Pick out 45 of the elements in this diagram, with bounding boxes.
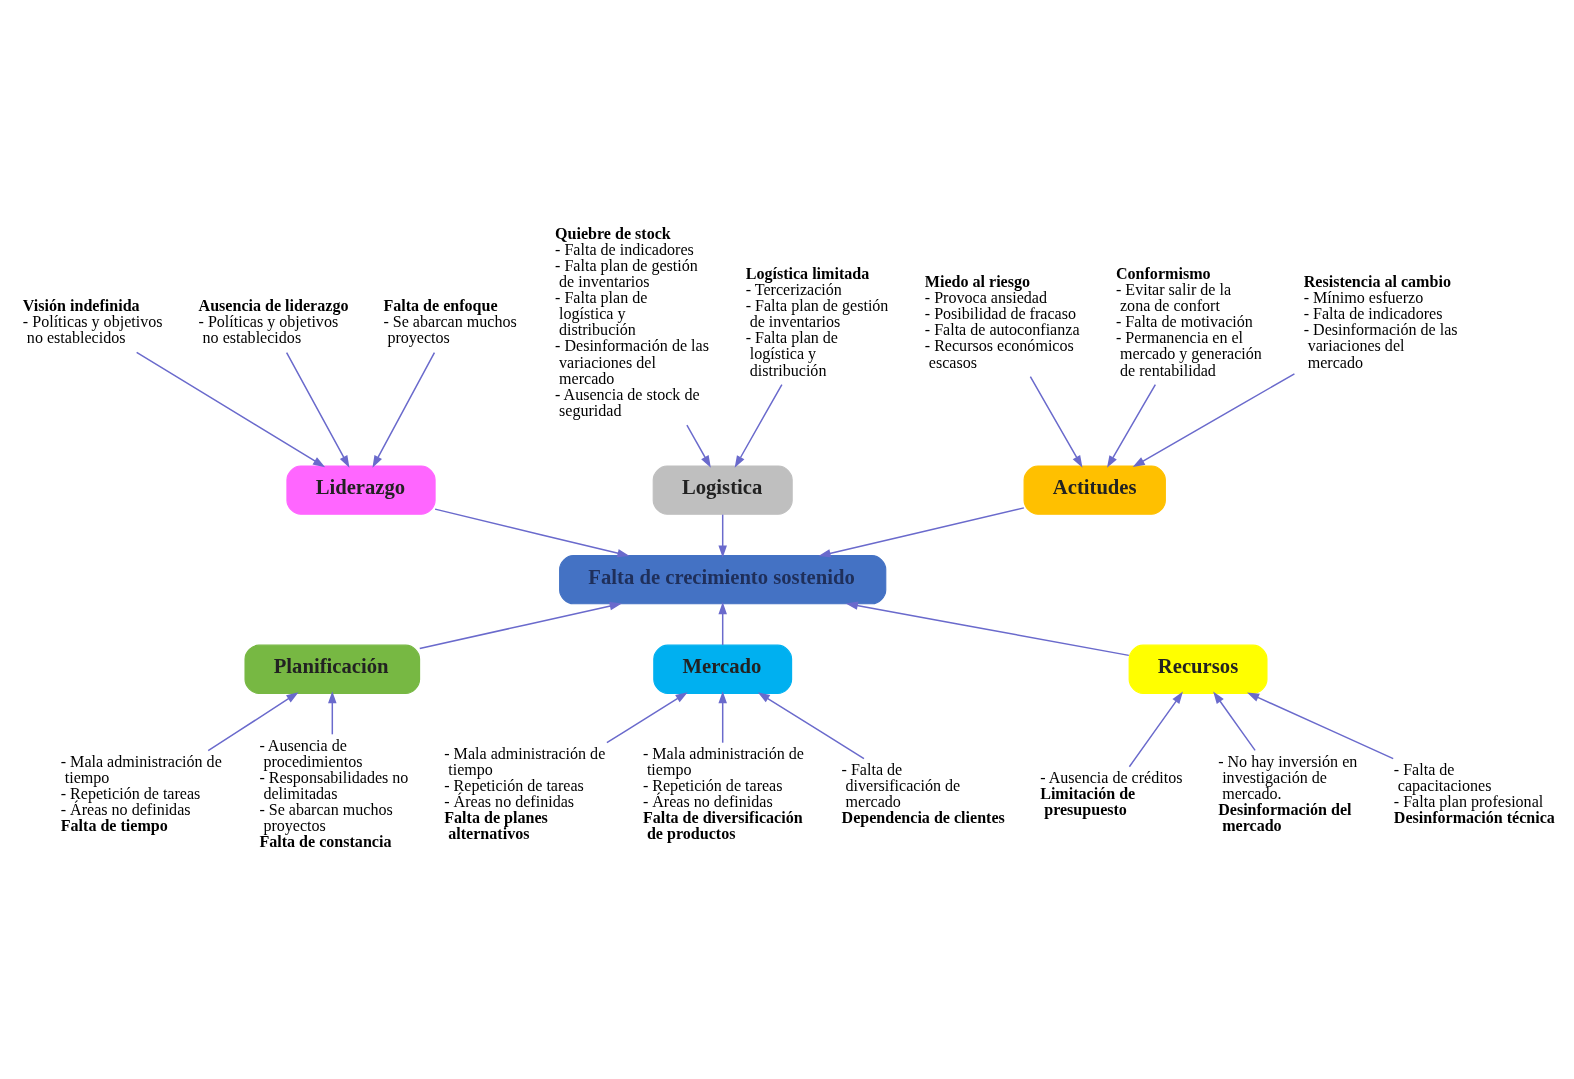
arrow: [328, 691, 337, 736]
node-text: Logística limitada - Tercerización - Falta plan de gestión de inventarios - Falta plan de logística y distribución: [745, 265, 889, 379]
node-box: Liderazgo: [286, 465, 436, 515]
node-text: - Falta de diversificación de mercado Dependencia de clientes: [841, 761, 1005, 827]
arrow: [1029, 376, 1083, 468]
arrow: [845, 601, 1130, 657]
arrow: [734, 383, 783, 468]
node-text: Conformismo - Evitar salir de la zona de confort - Falta de motivación - Permanencia en el mercado y generación de rentabilidad: [1115, 265, 1262, 379]
arrow: [818, 507, 1025, 558]
node-box: Mercado: [653, 644, 793, 694]
node-text: - Ausencia de procedimientos - Responsabilidades no delimitadas - Se abarcan muchos proyectos Falta de constancia: [259, 737, 409, 851]
arrow: [718, 691, 727, 744]
arrow: [1107, 383, 1157, 468]
node-text: Visión indefinida - Políticas y objetivos no establecidos: [22, 297, 163, 347]
node-text: - Ausencia de créditos Limitación de presupuesto: [1040, 769, 1183, 819]
arrow: [1246, 692, 1394, 760]
arrow: [1128, 691, 1183, 768]
node-text: Resistencia al cambio - Mínimo esfuerzo - Falta de indicadores - Desinformación de las variaciones del mercado: [1303, 273, 1458, 371]
arrow: [372, 351, 436, 468]
arrow: [434, 508, 630, 558]
arrow: [207, 692, 299, 752]
arrow: [285, 351, 350, 468]
node-text: Ausencia de liderazgo - Políticas y objetivos no establecidos: [198, 297, 349, 347]
node-text: - Mala administración de tiempo - Repetición de tareas - Áreas no definidas Falta de tiempo: [60, 753, 222, 835]
arrow: [419, 601, 622, 650]
arrow: [718, 601, 727, 646]
arrow: [606, 692, 688, 744]
arrow: [1132, 373, 1296, 468]
node-text: Falta de enfoque - Se abarcan muchos proyectos: [383, 297, 517, 347]
arrow: [757, 692, 865, 760]
node-text: - No hay inversión en investigación de mercado. Desinformación del mercado: [1218, 753, 1358, 835]
node-text: Miedo al riesgo - Provoca ansiedad - Posibilidad de fracaso - Falta de autoconfianza - Recursos económicos escasos: [924, 273, 1080, 371]
arrow: [1213, 691, 1256, 752]
arrow: [686, 424, 711, 468]
node-text: - Falta de capacitaciones - Falta plan profesional Desinformación técnica: [1393, 761, 1555, 827]
node-box: Planificación: [244, 644, 421, 694]
node-box: Falta de crecimiento sostenido: [559, 555, 887, 605]
node-box: Actitudes: [1023, 465, 1166, 515]
arrow: [135, 351, 326, 468]
arrow: [718, 513, 727, 558]
node-box: Recursos: [1128, 644, 1268, 694]
node-text: - Mala administración de tiempo - Repetición de tareas - Áreas no definidas Falta de planes alternativos: [444, 745, 606, 843]
node-text: - Mala administración de tiempo - Repetición de tareas - Áreas no definidas Falta de diversificación de productos: [642, 745, 804, 843]
node-text: Quiebre de stock - Falta de indicadores - Falta plan de gestión de inventarios - Falta plan de logística y distribución - Desinformación de las variaciones del mercado - Ausencia de stock de seguridad: [555, 224, 709, 419]
node-box: Logistica: [652, 465, 793, 515]
